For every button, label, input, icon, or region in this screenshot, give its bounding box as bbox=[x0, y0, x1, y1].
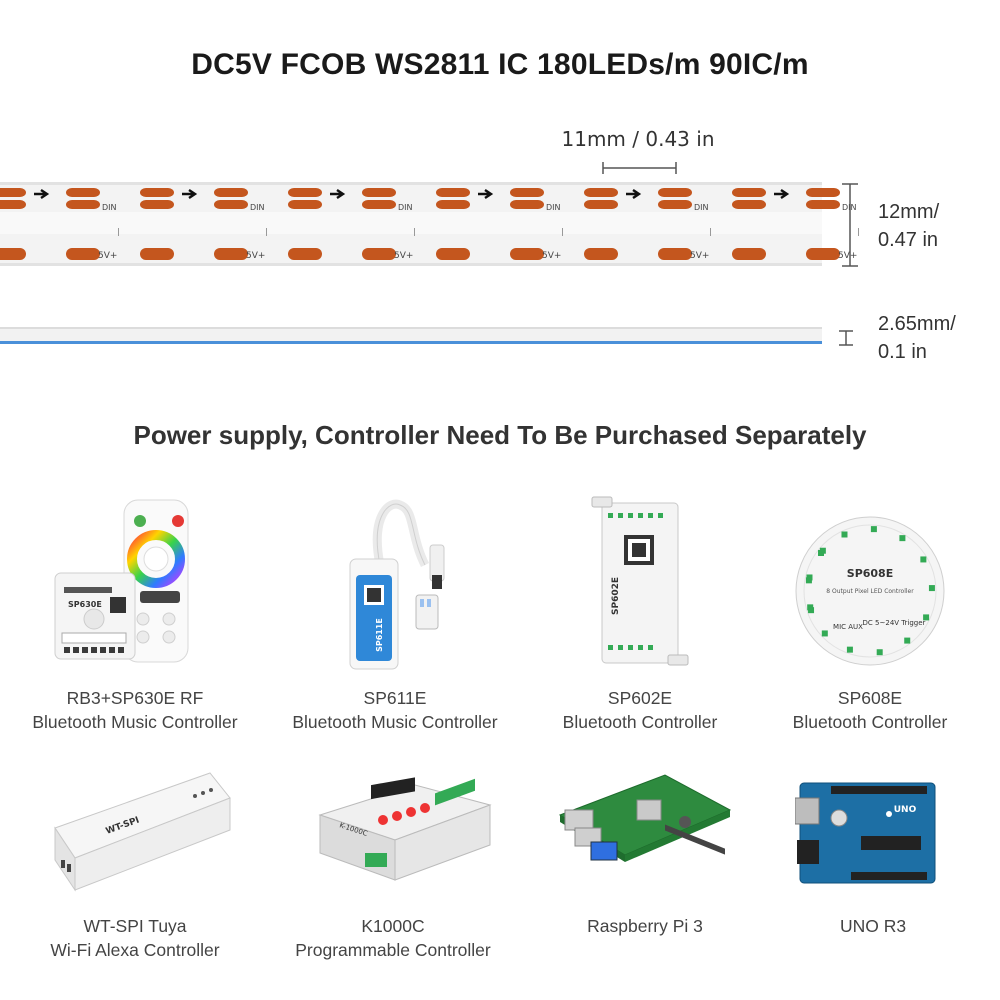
led-pad bbox=[362, 200, 396, 209]
pad-label-din: DIN bbox=[546, 203, 561, 212]
led-pad bbox=[658, 200, 692, 209]
direction-arrow-icon bbox=[34, 189, 50, 199]
pad-label-power: 5V+ bbox=[98, 251, 117, 261]
svg-text:SP611E: SP611E bbox=[375, 618, 384, 652]
terminal-dot bbox=[821, 630, 828, 637]
direction-arrow-icon bbox=[478, 189, 494, 199]
led-pad bbox=[584, 200, 618, 209]
led-pad bbox=[658, 248, 692, 260]
led-pad bbox=[584, 248, 618, 260]
terminal-dot bbox=[807, 604, 814, 611]
sp608e-controller-icon: SP608E 8 Output Pixel LED Controller MIC… bbox=[795, 516, 945, 666]
direction-arrow-icon bbox=[626, 189, 642, 199]
terminal-dot bbox=[920, 556, 927, 563]
pad-label-power: 5V+ bbox=[838, 251, 857, 261]
terminal-dot bbox=[870, 526, 877, 533]
pad-label-power: 5V+ bbox=[542, 251, 561, 261]
led-pad bbox=[510, 188, 544, 197]
pad-label-din: DIN bbox=[102, 203, 117, 212]
led-pad bbox=[584, 188, 618, 197]
strip-blue-edge bbox=[0, 341, 822, 344]
product-caption-8: UNO R3 bbox=[839, 916, 907, 936]
led-pad bbox=[0, 248, 26, 260]
direction-arrow-icon bbox=[774, 189, 790, 199]
led-pad bbox=[362, 248, 396, 260]
direction-arrow-icon bbox=[330, 189, 346, 199]
thickness-label: 2.65mm/ 0.1 in bbox=[878, 313, 956, 363]
arduino-uno-icon: UNO bbox=[795, 782, 936, 884]
terminal-dot bbox=[876, 649, 883, 656]
terminal-dot bbox=[806, 574, 813, 581]
width-label: 12mm/ 0.47 in bbox=[878, 201, 940, 251]
led-pad bbox=[732, 188, 766, 197]
svg-text:8 Output Pixel LED Controller: 8 Output Pixel LED Controller bbox=[826, 588, 914, 595]
pad-label-din: DIN bbox=[398, 203, 413, 212]
led-pad bbox=[658, 188, 692, 197]
pad-label-power: 5V+ bbox=[246, 251, 265, 261]
led-pad bbox=[806, 188, 840, 197]
pitch-label: 11mm / 0.43 in bbox=[562, 127, 715, 151]
led-pad bbox=[0, 188, 26, 197]
terminal-dot bbox=[928, 585, 935, 592]
led-pad bbox=[140, 188, 174, 197]
led-pad bbox=[732, 200, 766, 209]
svg-text:UNO: UNO bbox=[894, 805, 917, 815]
pad-label-power: 5V+ bbox=[394, 251, 413, 261]
k1000c-controller-icon: K-1000C bbox=[318, 777, 492, 881]
strip-side-view bbox=[0, 327, 822, 343]
led-pad bbox=[806, 248, 840, 260]
rb3-sp630e-remote-controller-icon: SP630E bbox=[54, 499, 189, 663]
led-pad bbox=[66, 248, 100, 260]
svg-text:SP608E: SP608E bbox=[847, 567, 893, 580]
raspberry-pi-icon bbox=[558, 774, 732, 862]
led-pad bbox=[288, 188, 322, 197]
led-pad bbox=[288, 248, 322, 260]
led-strip-diagram: 11mm / 0.43 in DIN 5V+ DIN 5V+ DIN 5V+ DIN 5V+ D… bbox=[0, 127, 859, 346]
led-pad bbox=[140, 200, 174, 209]
led-pad bbox=[288, 200, 322, 209]
section-title: Power supply, Controller Need To Be Purc… bbox=[133, 420, 867, 450]
led-pad bbox=[362, 188, 396, 197]
led-pad bbox=[806, 200, 840, 209]
sp602e-controller-icon: SP602E bbox=[591, 496, 689, 666]
pad-label-din: DIN bbox=[250, 203, 265, 212]
pad-label-din: DIN bbox=[694, 203, 709, 212]
svg-text:SP630E: SP630E bbox=[68, 600, 102, 609]
led-pad bbox=[214, 188, 248, 197]
terminal-dot bbox=[846, 646, 853, 653]
direction-arrow-icon bbox=[182, 189, 198, 199]
led-pad bbox=[436, 200, 470, 209]
led-pad bbox=[140, 248, 174, 260]
sp611e-controller-icon: SP611E bbox=[349, 499, 445, 670]
page-title: DC5V FCOB WS2811 IC 180LEDs/m 90IC/m bbox=[191, 48, 809, 81]
led-pad bbox=[66, 200, 100, 209]
pad-label-power: 5V+ bbox=[690, 251, 709, 261]
product-caption-7: Raspberry Pi 3 bbox=[587, 916, 703, 936]
led-pad bbox=[214, 200, 248, 209]
terminal-dot bbox=[904, 637, 911, 644]
svg-text:SP602E: SP602E bbox=[611, 577, 621, 615]
led-pad bbox=[214, 248, 248, 260]
led-pad bbox=[436, 188, 470, 197]
led-pad bbox=[436, 248, 470, 260]
terminal-dot bbox=[841, 531, 848, 538]
wt-spi-controller-icon: WT-SPI bbox=[54, 772, 231, 892]
led-pad bbox=[66, 188, 100, 197]
terminal-dot bbox=[819, 547, 826, 554]
terminal-dot bbox=[899, 535, 906, 542]
led-pad bbox=[510, 248, 544, 260]
led-pad bbox=[732, 248, 766, 260]
led-pad bbox=[0, 200, 26, 209]
svg-text:MIC AUX: MIC AUX bbox=[833, 623, 863, 631]
led-pad bbox=[510, 200, 544, 209]
svg-text:DC 5~24V Trigger: DC 5~24V Trigger bbox=[863, 619, 926, 627]
terminal-dot bbox=[923, 614, 930, 621]
